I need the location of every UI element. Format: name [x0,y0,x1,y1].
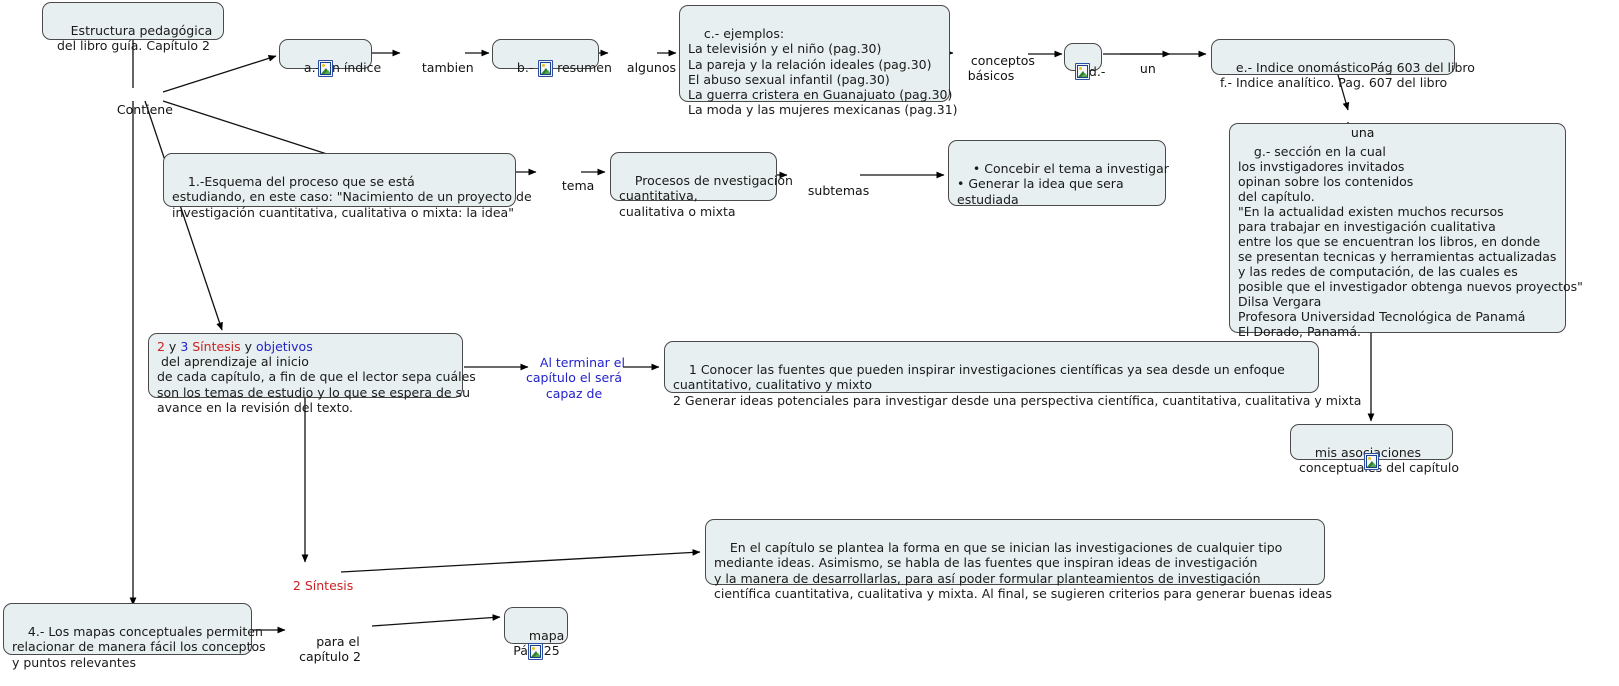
link-label-2-sintesis: 2 Síntesis [277,563,353,609]
sintesis-conj-1: y [164,339,181,354]
link-label-contiene: Contiene [101,87,173,133]
image-resource-icon[interactable] [1075,63,1090,80]
link-label-una-text: una [1350,125,1375,141]
link-label-conceptos-basicos-text: conceptos básicos [967,53,1035,84]
node-resumen-capitulo[interactable]: En el capítulo se plantea la forma en qu… [705,519,1332,601]
link-label-para-el-capitulo: para el capítulo 2 [290,619,370,680]
node-procesos-investigacion[interactable]: Procesos de nvestigación cuantitativa, c… [610,152,793,219]
link-label-al-terminar-text: Al terminar el capítulo el será capaz de [526,355,625,401]
link-label-conceptos-basicos: conceptos básicos [955,38,1035,99]
node-indices-label: e.- Indice onomásticoPág 603 del libro f… [1220,60,1475,91]
node-indice[interactable]: a.- un índice [279,39,381,75]
node-sintesis-objetivos[interactable]: 2 y 3 Síntesis y objetivos del aprendiza… [148,333,476,415]
node-mapa-pagina[interactable]: mapa Pág. 25 [504,607,568,658]
node-mapas-label: 4.- Los mapas conceptuales permiten rela… [12,624,266,670]
node-indices-onomastico-analitico[interactable]: e.- Indice onomásticoPág 603 del libro f… [1211,39,1475,90]
node-resumen-label: b.- un resumen [516,60,612,76]
node-esquema-label: 1.-Esquema del proceso que se está estud… [172,174,532,220]
sintesis-word: Síntesis [192,339,241,354]
node-resumen-capitulo-label: En el capítulo se plantea la forma en qu… [714,540,1332,601]
sintesis-num-3: 3 [180,339,189,354]
sintesis-conj-2: y [240,339,257,354]
node-root-label: Estructura pedagógica del libro guía. Ca… [56,23,213,54]
node-mis-asociaciones[interactable]: mis asociaciones conceptuales del capítu… [1290,424,1459,475]
link-label-para-el-capitulo-text: para el capítulo 2 [299,634,361,665]
link-label-subtemas: subtemas [792,168,869,214]
image-resource-icon[interactable] [538,60,553,77]
link-label-tambien: tambien [406,45,474,91]
node-root[interactable]: Estructura pedagógica del libro guía. Ca… [42,2,224,53]
node-concebir-generar[interactable]: • Concebir el tema a investigar • Genera… [948,140,1169,207]
node-seccion-g-label: g.- sección en la cual los invstigadores… [1238,144,1583,339]
node-d-label: d.- [1088,64,1106,80]
node-indice-label: a.- un índice [303,60,382,76]
node-esquema-proceso[interactable]: 1.-Esquema del proceso que se está estud… [163,153,532,220]
node-sintesis-rest: del aprendizaje al inicio de cada capítu… [157,354,476,415]
node-mis-asociaciones-label: mis asociaciones conceptuales del capítu… [1299,445,1460,476]
objetivos-word: objetivos [256,339,313,354]
node-ejemplos-label: c.- ejemplos: La televisión y el niño (p… [688,26,958,118]
sintesis-num-2: 2 [157,339,165,354]
link-label-tambien-text: tambien [421,60,474,76]
link-label-una: una [1335,110,1375,156]
image-resource-icon[interactable] [318,60,333,77]
link-label-algunos: algunos [611,45,676,91]
node-conocer-label: 1 Conocer las fuentes que pueden inspira… [673,362,1362,408]
link-label-contiene-text: Contiene [116,102,173,118]
link-label-tema: tema [546,163,594,209]
image-resource-icon[interactable] [1364,453,1379,470]
node-mapas-conceptuales[interactable]: 4.- Los mapas conceptuales permiten rela… [3,603,266,670]
image-resource-icon[interactable] [528,643,543,660]
node-procesos-label: Procesos de nvestigación cuantitativa, c… [619,173,793,219]
node-ejemplos[interactable]: c.- ejemplos: La televisión y el niño (p… [679,5,958,117]
link-label-tema-text: tema [561,178,595,194]
node-conocer-generar-ideas[interactable]: 1 Conocer las fuentes que pueden inspira… [664,341,1361,408]
node-concebir-label: • Concebir el tema a investigar • Genera… [957,161,1169,207]
link-label-2-sintesis-text: 2 Síntesis [292,578,354,594]
link-label-algunos-text: algunos [626,60,676,76]
link-label-un: un [1124,46,1156,92]
link-label-subtemas-text: subtemas [807,183,870,199]
link-label-al-terminar: Al terminar el capítulo el será capaz de [524,340,625,416]
link-label-un-text: un [1139,61,1156,77]
node-seccion-g[interactable]: g.- sección en la cual los invstigadores… [1229,123,1583,339]
